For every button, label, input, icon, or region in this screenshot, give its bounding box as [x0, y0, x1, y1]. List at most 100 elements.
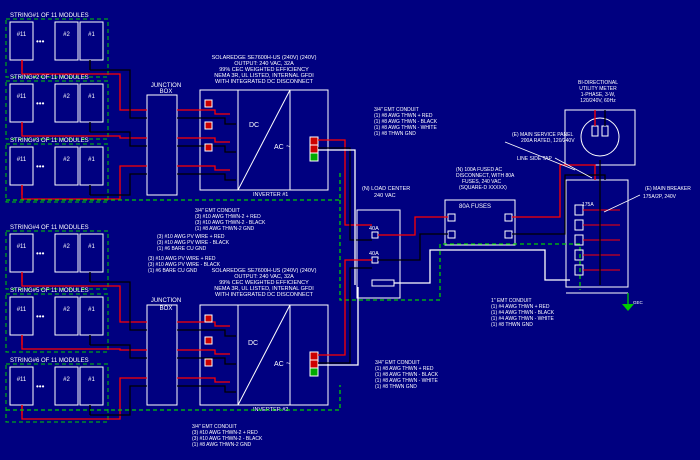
- jb-to-inverter-positive: [177, 137, 230, 143]
- module-label: #1: [88, 157, 95, 163]
- module-label: #11: [17, 157, 27, 163]
- string-to-jb-negative: [90, 69, 147, 119]
- tap-callout: [554, 157, 593, 179]
- module-label: #2: [63, 157, 70, 163]
- module-label: #1: [88, 244, 95, 250]
- inv2-ac-l1: [318, 259, 372, 356]
- jb-to-inverter-negative: [177, 385, 236, 393]
- inv1-ac-l1: [318, 139, 372, 226]
- svg-text:120/240V, 60Hz: 120/240V, 60Hz: [580, 98, 616, 104]
- line-side-tap-label: LINE SIDE TAP: [517, 156, 552, 162]
- junction-box-1: JUNCTION BOX: [146, 83, 181, 196]
- ellipsis: •••: [36, 382, 45, 391]
- jb-to-inverter-positive: [177, 165, 230, 171]
- pv-module: [9, 146, 34, 186]
- module-label: #2: [63, 94, 70, 100]
- pv-module: [54, 21, 79, 61]
- pv-module: [79, 296, 104, 336]
- utility-meter: BI-DIRECTIONAL UTILITY METER 1-PHASE, 3-…: [564, 80, 636, 166]
- module-label: #1: [88, 307, 95, 313]
- breaker-40a-1: 40A: [369, 226, 379, 232]
- svg-text:(3) #10 AWG PV WIRE - BLACK: (3) #10 AWG PV WIRE - BLACK: [157, 240, 230, 246]
- svg-text:(E) MAIN SERVICE PANEL: (E) MAIN SERVICE PANEL: [512, 132, 573, 138]
- ac-sine-icon: ~: [286, 142, 291, 151]
- disc-to-panel-neutral: [480, 249, 570, 281]
- svg-text:BI-DIRECTIONAL: BI-DIRECTIONAL: [578, 80, 618, 86]
- fused-disconnect: 80A FUSES (N) 100A FUSED AC DISCONNECT, …: [444, 167, 516, 246]
- svg-text:SOLAREDGE SE7600H-US (240V) (2: SOLAREDGE SE7600H-US (240V) (240V): [212, 55, 317, 61]
- svg-text:(1) #8 AWG THWN + RED: (1) #8 AWG THWN + RED: [374, 113, 433, 119]
- svg-text:(1) #6 BARE CU GND: (1) #6 BARE CU GND: [148, 268, 198, 274]
- string-title: STRING#1 OF 11 MODULES: [10, 13, 89, 19]
- pv-module: [54, 83, 79, 123]
- svg-text:(1) #8 THWN GND: (1) #8 THWN GND: [374, 131, 416, 137]
- svg-text:(3) #10 AWG THWN-2 + RED: (3) #10 AWG THWN-2 + RED: [192, 430, 258, 436]
- string-ground-loop: [5, 80, 109, 140]
- svg-text:3/4" EMT CONDUIT: 3/4" EMT CONDUIT: [374, 107, 419, 113]
- svg-text:(1) #8 AWG THWN - BLACK: (1) #8 AWG THWN - BLACK: [375, 372, 439, 378]
- ground-run-2: [6, 385, 341, 411]
- string-to-jb-negative: [90, 385, 147, 416]
- fuses-label: 80A FUSES: [459, 204, 491, 210]
- module-label: #2: [63, 32, 70, 38]
- inverter-2-spec: SOLAREDGE SE7600H-US (240V) (240V) OUTPU…: [212, 268, 317, 298]
- svg-text:OUTPUT: 240 VAC, 32A: OUTPUT: 240 VAC, 32A: [234, 274, 294, 280]
- string-title: STRING#2 OF 11 MODULES: [10, 75, 89, 81]
- panel-callout: [504, 141, 576, 171]
- svg-text:(1) #8 THWN GND: (1) #8 THWN GND: [375, 384, 417, 390]
- inverter-2: DC AC ~ INVERTER #2 SOLAREDGE SE7600H-US…: [199, 268, 329, 413]
- module-label: #2: [63, 377, 70, 383]
- ac-label: AC: [274, 144, 284, 151]
- svg-text:(3) #10 AWG PV WIRE + RED: (3) #10 AWG PV WIRE + RED: [148, 256, 216, 262]
- pv-module: [9, 296, 34, 336]
- svg-text:(1) #4 AWG THWN - WHITE: (1) #4 AWG THWN - WHITE: [491, 316, 554, 322]
- inverter-1-spec: SOLAREDGE SE7600H-US (240V) (240V) OUTPU…: [212, 55, 317, 85]
- pv-string-5: STRING#5 OF 11 MODULES#11#2#1•••: [5, 288, 109, 353]
- ellipsis: •••: [36, 99, 45, 108]
- main-breaker-callout: [603, 194, 641, 213]
- string-to-jb-positive: [21, 70, 147, 111]
- inverter-2-conduit-note: 3/4" EMT CONDUIT (3) #10 AWG THWN-2 + RE…: [192, 424, 263, 448]
- pv-module: [79, 83, 104, 123]
- disc-to-panel-l1: [512, 164, 596, 218]
- string-ground-loop: [5, 18, 109, 78]
- svg-text:NEMA 3R, UL LISTED, INTERNAL G: NEMA 3R, UL LISTED, INTERNAL GFDI: [214, 286, 314, 292]
- junction-box-2: JUNCTION BOX: [146, 298, 181, 406]
- pv-wire-note-2: (3) #10 AWG PV WIRE + RED (3) #10 AWG PV…: [148, 256, 221, 274]
- string-to-jb-negative: [90, 344, 147, 359]
- module-label: #1: [88, 32, 95, 38]
- svg-text:(1) #4 AWG THWN + RED: (1) #4 AWG THWN + RED: [491, 304, 550, 310]
- output-conduit-note: 1" EMT CONDUIT (1) #4 AWG THWN + RED (1)…: [491, 298, 555, 328]
- inv1-ac-neutral: [318, 149, 356, 285]
- ac-terminal-l2: [309, 359, 319, 369]
- module-label: #2: [63, 307, 70, 313]
- lc-to-disc-l1: [378, 216, 448, 236]
- svg-text:240 VAC: 240 VAC: [374, 193, 396, 199]
- string-ground-loop: [5, 363, 109, 423]
- dc-terminal: [204, 336, 213, 345]
- string-ground-loop: [5, 230, 109, 290]
- svg-text:(3) #10 AWG THWN-2 + RED: (3) #10 AWG THWN-2 + RED: [195, 214, 261, 220]
- pv-module: [54, 146, 79, 186]
- svg-text:175A/2P, 240V: 175A/2P, 240V: [643, 194, 677, 200]
- ellipsis: •••: [36, 249, 45, 258]
- svg-text:UTILITY METER: UTILITY METER: [579, 86, 617, 92]
- module-label: #11: [17, 94, 27, 100]
- breaker-40a-2: 40A: [369, 251, 379, 257]
- svg-text:(1) #8 THWN GND: (1) #8 THWN GND: [491, 322, 533, 328]
- svg-text:(1) #8 AWG THWN-2 GND: (1) #8 AWG THWN-2 GND: [192, 442, 252, 448]
- dc-terminal: [204, 143, 213, 152]
- inverter-1: DC AC ~ INVERTER #1 SOLAREDGE SE7600H-US…: [199, 55, 329, 198]
- inv2-ac-l2: [318, 267, 372, 364]
- pv-module: [79, 233, 104, 273]
- string-title: STRING#3 OF 11 MODULES: [10, 138, 89, 144]
- junction-box-label-line2: BOX: [160, 306, 173, 312]
- ground-run-1: [6, 170, 341, 201]
- module-label: #11: [17, 32, 27, 38]
- string-title: STRING#6 OF 11 MODULES: [10, 358, 89, 364]
- svg-text:(1) #8 AWG THWN-2 GND: (1) #8 AWG THWN-2 GND: [195, 226, 255, 232]
- pv-module: [54, 296, 79, 336]
- jb-to-inverter-positive: [177, 321, 230, 327]
- main-breaker-rating: 175A: [582, 202, 594, 208]
